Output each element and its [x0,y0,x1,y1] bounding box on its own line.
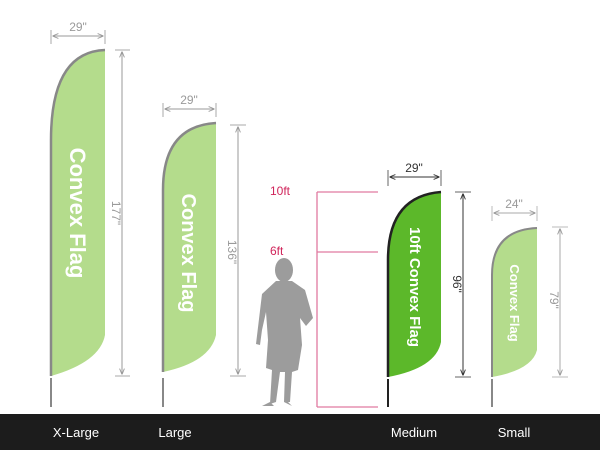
person-scale: 10ft 6ft [256,184,378,408]
scale-10ft-label: 10ft [270,184,291,198]
flag-large-height: 136" [225,240,239,264]
flag-x-large-width: 29" [69,20,87,34]
flag-x-large-text: Convex Flag [65,148,90,279]
flag-medium-height: 96" [450,275,464,293]
flag-large-text: Convex Flag [177,194,199,313]
flag-large: Convex Flag 29" 136" [161,93,246,407]
size-label-large: Large [158,425,192,440]
size-label-small: Small [497,425,531,440]
flag-x-large-height: 177" [109,201,123,225]
flag-x-large-banner [51,50,105,376]
flag-medium-text: 10ft Convex Flag [406,227,423,347]
flag-medium: 10ft Convex Flag 29" 96" [386,161,471,407]
flag-small-height: 79" [547,291,561,309]
flag-small-text: Convex Flag [507,264,522,341]
size-label-x-large: X-Large [52,425,100,440]
flag-medium-width: 29" [405,161,423,175]
size-label-bar: X-Large Large Medium Small [0,414,600,450]
woman-silhouette-icon [256,258,313,406]
flag-large-width: 29" [180,93,198,107]
flag-small: Convex Flag 24" 79" [491,197,568,407]
flag-x-large: Convex Flag 29" 177" [49,20,130,407]
scale-6ft-label: 6ft [270,244,284,258]
flag-small-width: 24" [505,197,523,211]
size-label-medium: Medium [390,425,438,440]
